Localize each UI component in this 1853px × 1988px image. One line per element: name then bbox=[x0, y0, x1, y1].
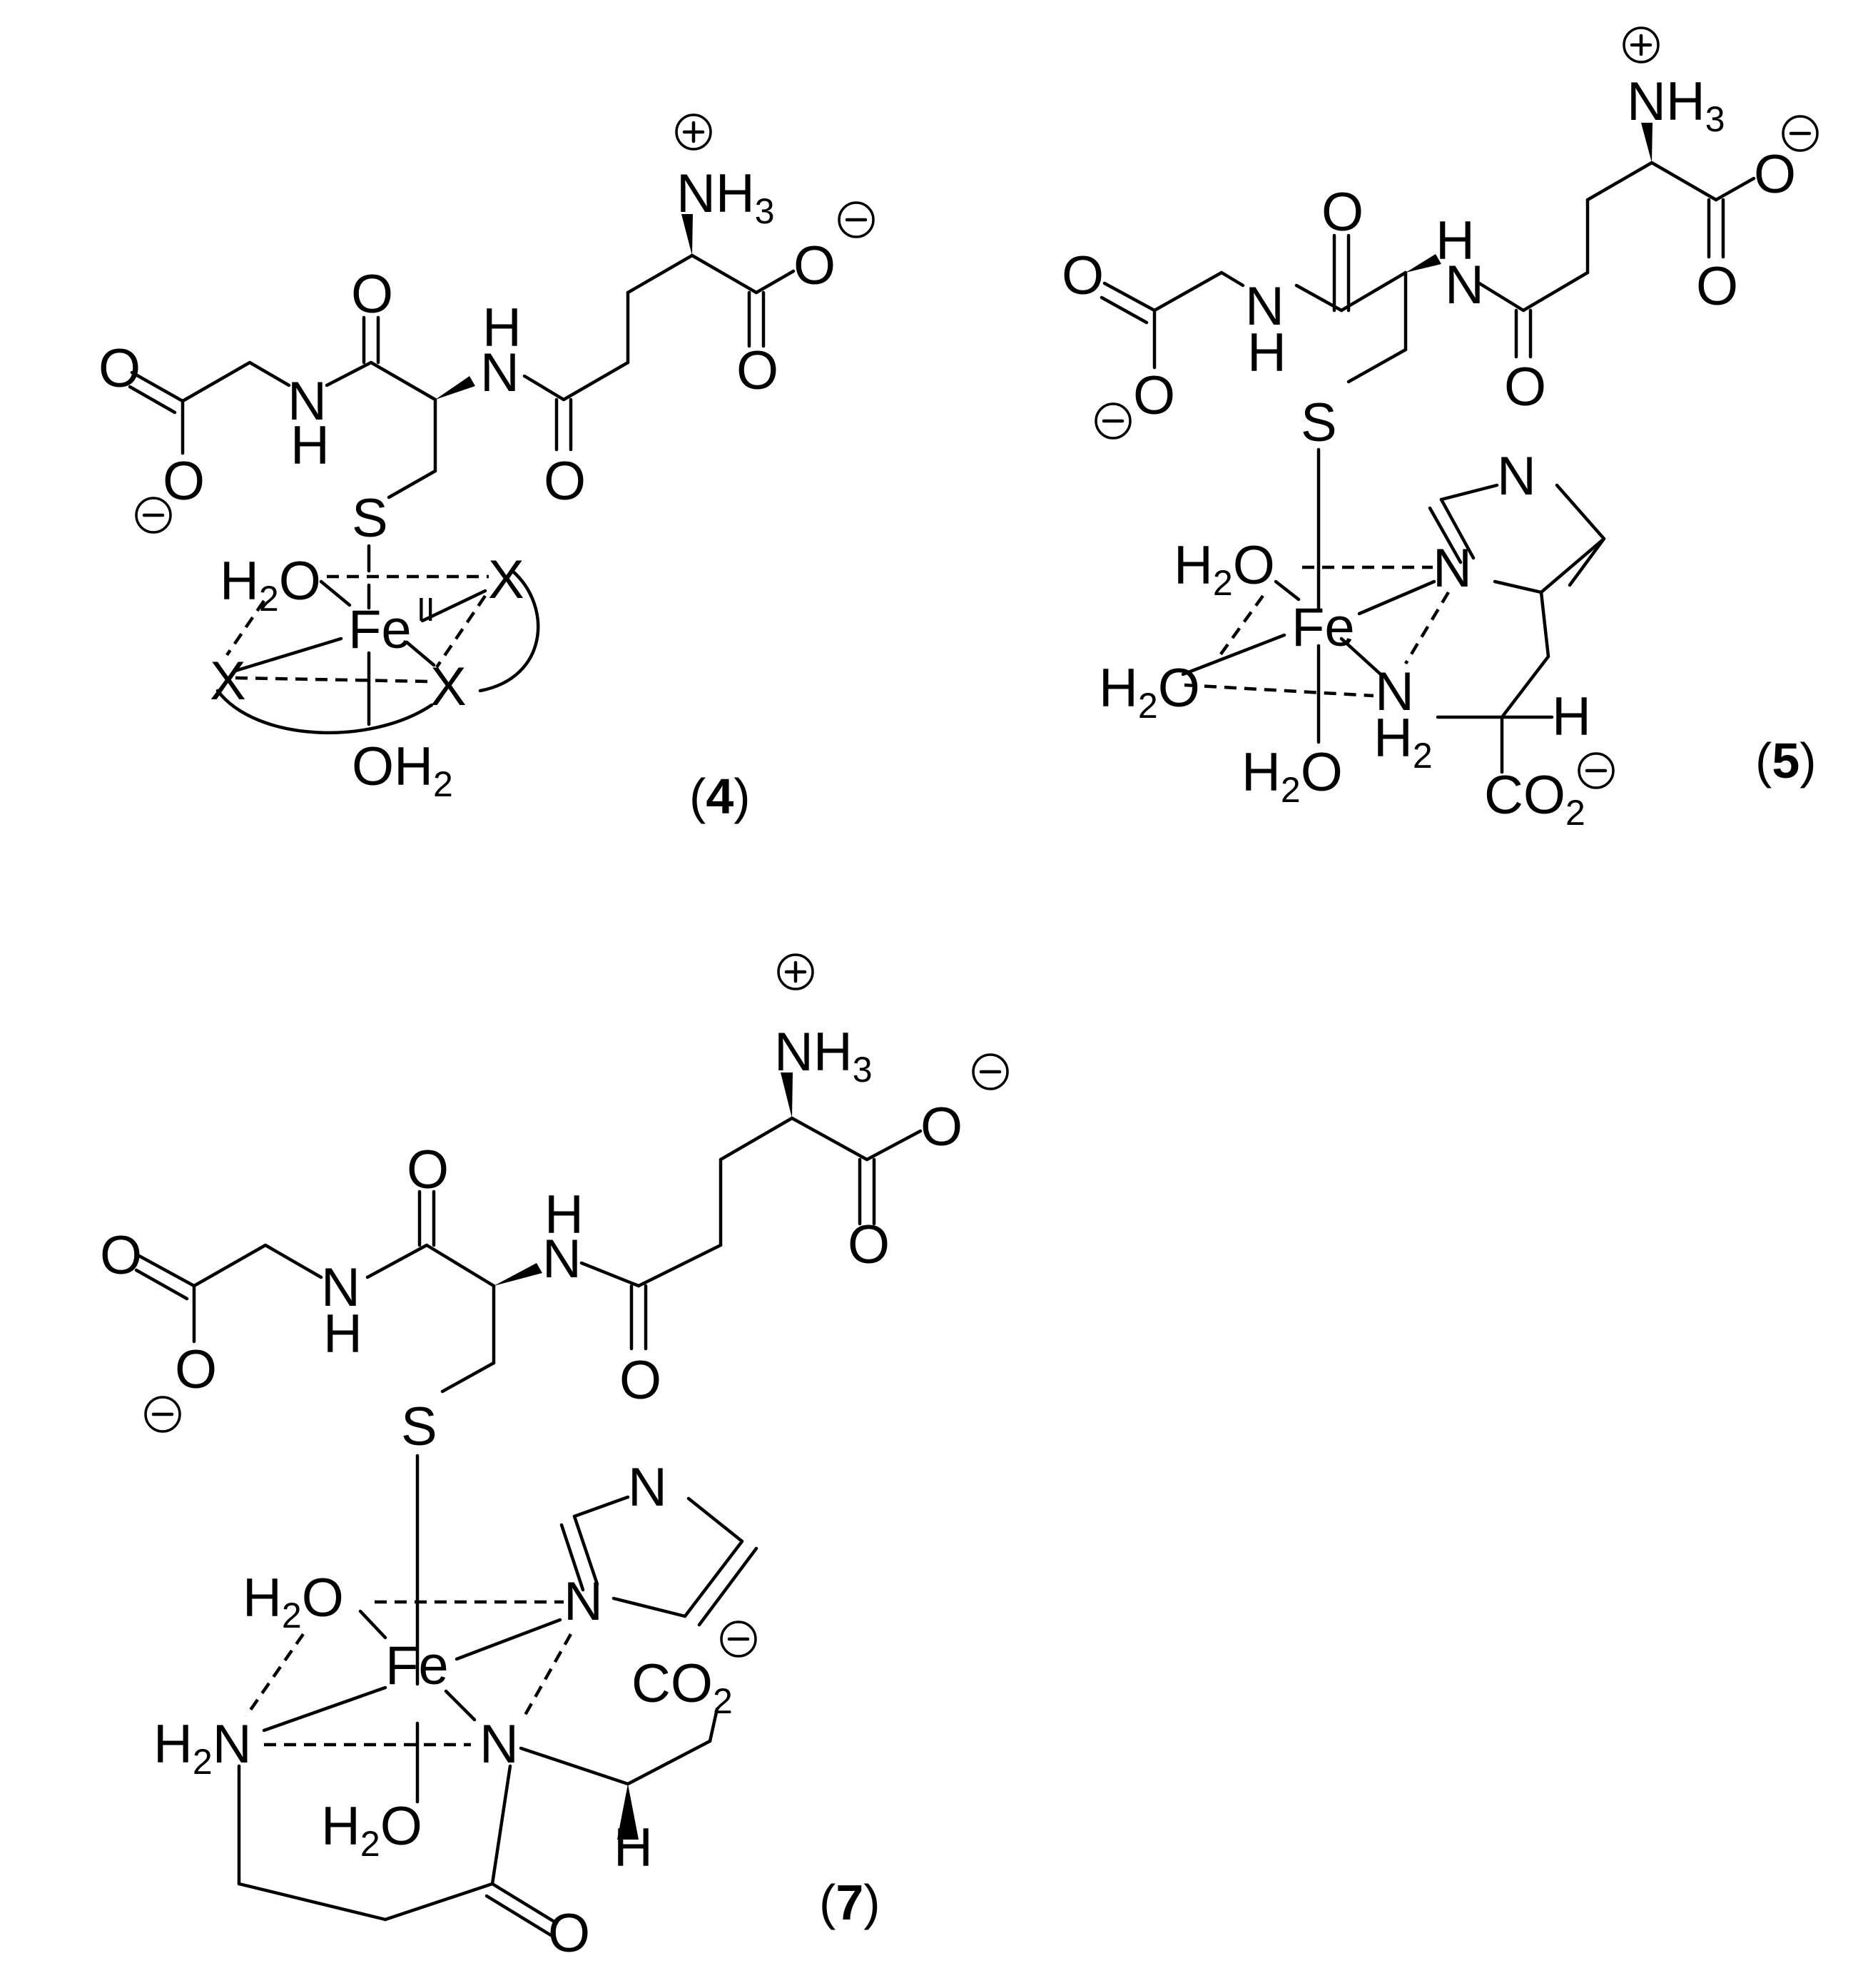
atom-o-5d: O bbox=[1504, 357, 1546, 417]
plus-charge-7 bbox=[778, 955, 813, 989]
atom-h2n-7: H2N bbox=[153, 1714, 252, 1782]
atom-n-5e: N bbox=[1375, 661, 1414, 722]
atom-s-4: S bbox=[352, 488, 388, 549]
atom-h2o-4a: H2O bbox=[220, 551, 321, 619]
atom-o-4c: O bbox=[351, 264, 393, 325]
atom-oh2-4: OH2 bbox=[352, 736, 453, 804]
atom-nh3-4: NH3 bbox=[676, 163, 775, 231]
atom-x-4b: X bbox=[210, 651, 246, 711]
iron-center-7: H2O N N Fe CO2 H2N N H2O H O bbox=[153, 1454, 758, 1964]
atom-h-4b: H bbox=[482, 298, 522, 358]
atom-n-7d: N bbox=[628, 1457, 667, 1518]
atom-n-5a: N bbox=[1245, 276, 1284, 337]
minus-charge-7b bbox=[973, 1055, 1007, 1089]
atom-o-5f: O bbox=[1754, 144, 1796, 205]
fe-oxidation-state-4: II bbox=[417, 591, 435, 628]
atom-s-5: S bbox=[1301, 392, 1337, 453]
atom-h-5a: H bbox=[1247, 323, 1286, 383]
atom-labels-4: O O N H O N H O NH3 O O S bbox=[98, 115, 873, 549]
minus-charge-4a bbox=[136, 498, 171, 532]
iron-center-4: H2O X X X Fe II OH2 bbox=[210, 544, 540, 804]
atom-o-5b: O bbox=[1133, 365, 1175, 426]
structure-label-5: (5) bbox=[1755, 733, 1817, 788]
atom-o-4a: O bbox=[98, 338, 141, 399]
atom-labels-7: O O N H O N H O NH3 O O S bbox=[100, 955, 1007, 1457]
structure-label-4: (4) bbox=[689, 769, 751, 824]
plus-charge-4 bbox=[676, 115, 711, 149]
atom-o-5c: O bbox=[1321, 182, 1364, 243]
atom-h2o-7a: H2O bbox=[243, 1568, 344, 1635]
structure-5: O O N H O N H O NH3 O O S bbox=[1062, 28, 1817, 833]
structure-label-7: (7) bbox=[819, 1875, 880, 1930]
atom-n-5c: N bbox=[1433, 538, 1472, 599]
atom-o-7g: O bbox=[548, 1903, 590, 1964]
atom-fe-7: Fe bbox=[385, 1635, 449, 1696]
atom-o-7e: O bbox=[848, 1214, 890, 1275]
atom-h-7c: H bbox=[614, 1817, 653, 1878]
atom-n-7c: N bbox=[564, 1571, 603, 1632]
atom-o-7d: O bbox=[619, 1350, 661, 1411]
atom-o-7c: O bbox=[407, 1140, 449, 1200]
atom-n-5b: N bbox=[1445, 255, 1484, 315]
plus-charge-5 bbox=[1624, 28, 1658, 62]
glutathione-backbone-4 bbox=[128, 214, 796, 499]
atom-h-5c: H bbox=[1552, 686, 1591, 747]
atom-nh3-5: NH3 bbox=[1627, 71, 1725, 139]
minus-charge-5c bbox=[1579, 754, 1613, 788]
atom-n-4a: N bbox=[288, 371, 327, 432]
atom-nh3-7: NH3 bbox=[774, 1022, 873, 1090]
atom-h2o-5c: H2O bbox=[1242, 742, 1343, 810]
minus-charge-7a bbox=[146, 1397, 180, 1431]
atom-o-4d: O bbox=[544, 451, 586, 512]
atom-x-4c: X bbox=[430, 656, 467, 717]
atom-o-4b: O bbox=[163, 451, 205, 512]
atom-n-5d: N bbox=[1497, 446, 1536, 507]
atom-s-7: S bbox=[401, 1396, 437, 1457]
atom-fe-5: Fe bbox=[1291, 597, 1355, 658]
atom-h2o-5a: H2O bbox=[1174, 535, 1275, 603]
structure-4: O O N H O N H O NH3 O O S bbox=[98, 115, 873, 824]
atom-o-5a: O bbox=[1062, 245, 1104, 306]
atom-o-4e: O bbox=[736, 340, 778, 401]
glutathione-backbone-5 bbox=[1100, 123, 1756, 384]
minus-charge-5b bbox=[1783, 116, 1817, 151]
minus-charge-4b bbox=[839, 203, 873, 237]
atom-x-4a: X bbox=[488, 549, 524, 610]
atom-n-7a: N bbox=[321, 1257, 360, 1318]
atom-labels-5: O O N H O N H O NH3 O O S bbox=[1062, 28, 1817, 453]
atom-co2-7: CO2 bbox=[631, 1653, 733, 1721]
atom-h2-5: H2 bbox=[1374, 708, 1433, 776]
atom-h-7a: H bbox=[323, 1304, 362, 1364]
atom-h2o-7b: H2O bbox=[321, 1796, 422, 1864]
atom-o-4f: O bbox=[793, 235, 836, 296]
atom-h2o-5b: H2O bbox=[1099, 658, 1200, 726]
atom-o-7f: O bbox=[920, 1097, 963, 1157]
atom-o-7a: O bbox=[100, 1225, 142, 1286]
atom-fe-4: Fe bbox=[348, 599, 412, 660]
atom-h-4a: H bbox=[290, 415, 330, 476]
iron-center-5: H2O N N Fe H2O N H2 H H2O CO2 bbox=[1099, 446, 1613, 833]
glutathione-backbone-7 bbox=[134, 1072, 923, 1394]
atom-n-4b: N bbox=[480, 343, 519, 403]
minus-charge-5a bbox=[1096, 404, 1130, 438]
atom-n-7b: N bbox=[542, 1229, 582, 1289]
atom-h-5b: H bbox=[1436, 211, 1475, 271]
atom-n-7e: N bbox=[479, 1714, 519, 1775]
structure-7: O O N H O N H O NH3 O O S bbox=[100, 955, 1007, 1964]
atom-h-7b: H bbox=[544, 1185, 584, 1245]
minus-charge-7c bbox=[721, 1622, 756, 1656]
atom-o-5e: O bbox=[1696, 256, 1738, 317]
atom-o-7b: O bbox=[175, 1339, 217, 1400]
atom-co2-5: CO2 bbox=[1484, 765, 1585, 833]
